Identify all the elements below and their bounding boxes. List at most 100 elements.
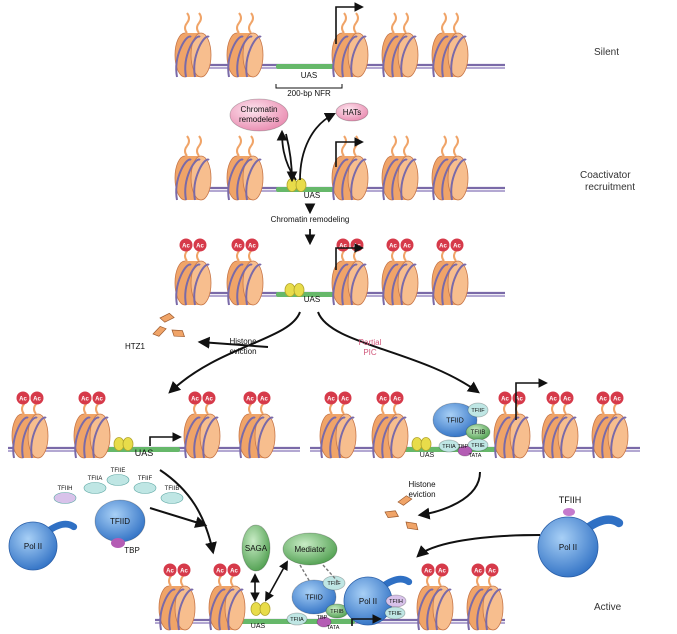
acetyl-mark: Ac [610,391,624,405]
chromatin-remodelers-bubble [229,98,289,132]
acetyl-label: Ac [230,569,238,575]
uas-label-evict: UAS [135,448,154,458]
pol2-right-label: Pol II [559,543,577,552]
acetyl-label: Ac [81,397,89,403]
uas-label-pic: UAS [420,452,435,459]
acetyl-mark: Ac [512,391,526,405]
tbp-free-label: TBP [124,546,140,555]
tfiia-partial-label: TFIIA [442,444,456,450]
acetyl-label: Ac [196,244,204,250]
acetyl-mark: Ac [450,238,464,252]
tfiih-label-right: TFIIH [559,495,582,505]
tfiib-factor-left: TFIIB [160,486,184,504]
chromatin-remodelers-label-1: Chromatin [241,105,278,114]
acetyl-label: Ac [515,397,523,403]
acetyl-label: Ac [216,569,224,575]
nucleosome-evict-2: Ac Ac [183,391,221,459]
nfr-bracket [275,84,343,89]
acetyl-label: Ac [438,569,446,575]
tfiid-free: TFIID [94,499,146,543]
acetyl-label: Ac [453,244,461,250]
arrow-remodelers-2 [285,133,298,183]
acetyl-label: Ac [599,397,607,403]
pol2-active: Pol II [343,575,413,626]
acetyl-label: Ac [549,397,557,403]
hats-bubble-label: HATs [343,108,362,117]
tss-pic [515,378,548,420]
uas-label-coact: UAS [304,191,320,200]
tfiib-partial: TFIIB [465,423,491,441]
htz1-chip-3 [152,325,167,337]
histone-eviction-label-2: eviction [229,347,256,356]
tbp-active-label: TBP [317,615,328,621]
activator-evict [113,437,134,451]
nucleosome-silent-4 [431,12,469,78]
evict-chip-1 [384,510,399,518]
acetyl-label: Ac [234,244,242,250]
acetyl-label: Ac [379,397,387,403]
uas-label-active: UAS [251,623,266,630]
tfiie-active-label: TFIIE [388,611,402,617]
acetyl-mark: Ac [16,391,30,405]
acetyl-mark: Ac [338,391,352,405]
tfiif-active-label: TFIIF [327,581,341,587]
nucleosome-coact-2 [331,135,369,201]
tfiih-active: TFIIH [385,594,407,608]
mediator-complex: Mediator [282,532,338,566]
uas-label-silent: UAS [301,71,317,80]
tss-acetyl [335,243,364,270]
saga-complex-label: SAGA [245,544,268,553]
tss-silent [335,2,364,44]
tfiid-partial: TFIID [432,402,478,438]
acetyl-mark: Ac [436,238,450,252]
acetyl-mark: Ac [179,238,193,252]
tss-evict [149,432,182,446]
pol2-active-label: Pol II [359,597,377,606]
mediator-complex-label: Mediator [294,545,325,554]
htz1-chip-1 [159,312,175,323]
histone-eviction-right-1: Histone [408,480,436,489]
stage-label-coactivator-1: Coactivator [580,170,631,181]
activator-acetyl [284,283,305,297]
acetyl-label: Ac [389,244,397,250]
acetyl-label: Ac [246,397,254,403]
tfiid-partial-label: TFIID [446,417,464,424]
acetyl-mark: Ac [92,391,106,405]
tfiia-active-label: TFIIA [290,617,304,623]
acetyl-label: Ac [501,397,509,403]
uas-label-acetyl: UAS [304,295,320,304]
tfiia-partial: TFIIA [438,439,460,453]
arrow-pol-right [416,534,541,558]
arrow-evict-right [417,471,481,520]
acetyl-label: Ac [182,244,190,250]
acetyl-mark: Ac [324,391,338,405]
tss-active [351,614,382,626]
acetyl-label: Ac [205,397,213,403]
tfiih-factor-left: TFIIH [53,486,77,504]
tfiid-free-label: TFIID [110,517,130,526]
mediator-activator-arrow [265,560,288,602]
acetyl-mark: Ac [227,563,241,577]
stage-label-coactivator-2: recruitment [585,182,636,193]
acetyl-mark: Ac [596,391,610,405]
tfiih-active-label: TFIIH [389,599,403,605]
partial-pic-label-2: PIC [363,348,377,357]
acetyl-label: Ac [191,397,199,403]
acetyl-mark: Ac [202,391,216,405]
acetyl-mark: Ac [386,238,400,252]
tata-partial-label: TATA [469,453,482,459]
tbp-partial [457,445,473,457]
acetyl-mark: Ac [336,238,350,252]
tfiif-factor-left-label: TFIIF [138,476,153,482]
evict-chip-2 [397,495,413,506]
pol2-right: Pol II [537,515,624,578]
